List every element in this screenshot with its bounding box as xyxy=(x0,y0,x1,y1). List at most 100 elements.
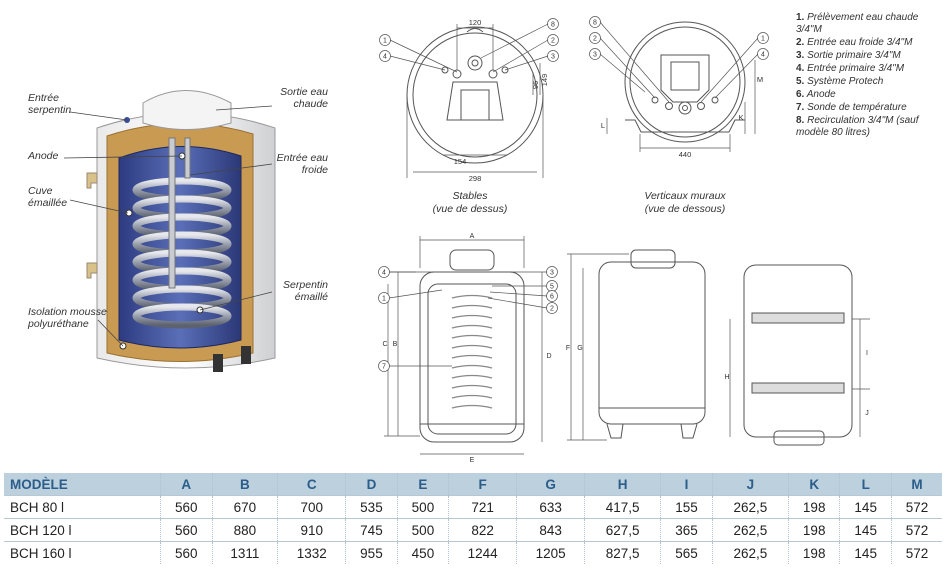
table-cell: 627,5 xyxy=(584,518,661,542)
header-a: A xyxy=(160,473,212,496)
header-l: L xyxy=(839,473,892,496)
callout-3: 3 xyxy=(551,54,555,61)
table-cell: 1311 xyxy=(211,541,278,564)
dim-96: 96 xyxy=(531,81,540,89)
callout-6: 6 xyxy=(550,294,554,301)
caption-stables: Stables (vue de dessus) xyxy=(410,190,530,216)
table-cell: 700 xyxy=(277,495,346,519)
table-row: BCH 80 l 560 670 700 535 500 721 633 417… xyxy=(4,495,942,519)
front-view-drawing: F G xyxy=(566,249,706,441)
dim-j: J xyxy=(865,410,869,417)
table-cell: 843 xyxy=(516,518,585,542)
table-cell: 633 xyxy=(516,495,585,519)
table-cell: 1244 xyxy=(448,541,517,564)
legend-item: 7. Sonde de température xyxy=(796,102,907,113)
callout-3: 3 xyxy=(593,52,597,59)
table-cell: 145 xyxy=(839,541,892,564)
callout-8: 8 xyxy=(593,20,597,27)
table-cell: 145 xyxy=(839,518,892,542)
dim-298: 298 xyxy=(469,174,482,183)
dim-h: H xyxy=(724,374,729,381)
table-cell: 198 xyxy=(787,518,840,542)
label-sortie-eau-chaude: Sortie eau chaude xyxy=(280,86,328,110)
cutaway-leaders xyxy=(63,105,273,347)
dim-d: D xyxy=(546,353,551,360)
label-isolation: Isolation mousse polyuréthane xyxy=(28,306,107,330)
table-cell: 500 xyxy=(396,518,449,542)
callout-2: 2 xyxy=(550,306,554,313)
dim-i: I xyxy=(866,350,868,357)
cutaway-illustration xyxy=(86,90,276,372)
header-f: F xyxy=(448,473,517,496)
header-c: C xyxy=(277,473,346,496)
table-row: BCH 160 l 560 1311 1332 955 450 1244 120… xyxy=(4,541,942,564)
connections-legend: 1. Prélèvement eau chaude 3/4"M 2. Entré… xyxy=(796,12,942,140)
table-cell: 822 xyxy=(448,518,517,542)
dim-e: E xyxy=(470,457,475,464)
wall-bracket xyxy=(86,172,98,189)
callout-5: 5 xyxy=(550,284,554,291)
table-cell: 910 xyxy=(277,518,346,542)
table-header-row: MODÈLE A B C D E F G H I J K L M xyxy=(4,473,942,496)
legend-item: 3. Sortie primaire 3/4"M xyxy=(796,50,901,61)
wall-mount-view-drawing: H I J xyxy=(724,264,870,446)
caption-muraux: Verticaux muraux (vue de dessous) xyxy=(620,190,750,216)
table-cell: 262,5 xyxy=(711,518,789,542)
table-cell: 572 xyxy=(890,495,942,519)
header-d: D xyxy=(345,473,398,496)
table-cell: 721 xyxy=(448,495,517,519)
tank-foot xyxy=(241,346,251,364)
inlet-pipe xyxy=(184,137,191,179)
dim-l: L xyxy=(601,121,605,130)
table-cell: 365 xyxy=(660,518,713,542)
label-entree-eau-froide: Entrée eau froide xyxy=(276,152,328,176)
callout-1: 1 xyxy=(383,38,387,45)
top-cap xyxy=(142,90,232,130)
table-cell: 1205 xyxy=(516,541,585,564)
dimensions-table: MODÈLE A B C D E F G H I J K L M BCH 80 … xyxy=(4,473,942,564)
table-cell: 535 xyxy=(345,495,398,519)
table-cell: 417,5 xyxy=(584,495,661,519)
table-cell: 262,5 xyxy=(711,495,789,519)
table-cell: 198 xyxy=(787,495,840,519)
callout-3: 3 xyxy=(550,270,554,277)
top-view-drawing: 120 154 298 149 96 1 4 8 2 3 xyxy=(379,18,559,183)
table-cell: 560 xyxy=(160,495,212,519)
header-i: I xyxy=(660,473,713,496)
dim-154: 154 xyxy=(454,157,467,166)
header-m: M xyxy=(890,473,942,496)
table-cell: 572 xyxy=(890,518,942,542)
dim-f: F xyxy=(566,345,570,352)
legend-item: 8. Recirculation 3/4"M (sauf modèle 80 l… xyxy=(796,115,919,138)
label-entree-serpentin: Entrée serpentin xyxy=(28,92,72,116)
section-elevation-drawing: A E C B D 4 1 7 3 5 6 2 xyxy=(378,233,558,464)
callout-1: 1 xyxy=(761,36,765,43)
callout-1: 1 xyxy=(382,296,386,303)
callout-dot xyxy=(125,209,133,217)
table-cell: 1332 xyxy=(277,541,346,564)
header-b: B xyxy=(211,473,278,496)
callout-2: 2 xyxy=(593,36,597,43)
dim-149: 149 xyxy=(540,74,549,87)
table-cell: 198 xyxy=(787,541,840,564)
label-cuve-emaillee: Cuve émaillée xyxy=(28,185,68,209)
dim-440: 440 xyxy=(679,150,692,159)
header-model: MODÈLE xyxy=(4,473,161,496)
table-cell: 145 xyxy=(839,495,892,519)
caption-muraux-title: Verticaux muraux xyxy=(644,190,726,202)
label-serpentin-emaille: Serpentin émaillé xyxy=(283,279,328,303)
cell-model: BCH 120 l xyxy=(4,518,161,542)
table-cell: 262,5 xyxy=(711,541,789,564)
table-cell: 880 xyxy=(211,518,278,542)
header-e: E xyxy=(396,473,449,496)
callout-8: 8 xyxy=(551,22,555,29)
cell-model: BCH 160 l xyxy=(4,541,161,564)
table-cell: 745 xyxy=(345,518,398,542)
legend-item: 4. Entrée primaire 3/4"M xyxy=(796,63,905,74)
dim-k: K xyxy=(738,113,743,122)
table-cell: 572 xyxy=(890,541,942,564)
legend-item: 1. Prélèvement eau chaude 3/4"M xyxy=(796,12,919,35)
callout-4: 4 xyxy=(383,54,387,61)
dim-b: B xyxy=(393,341,398,348)
caption-stables-sub: (vue de dessus) xyxy=(432,203,508,215)
